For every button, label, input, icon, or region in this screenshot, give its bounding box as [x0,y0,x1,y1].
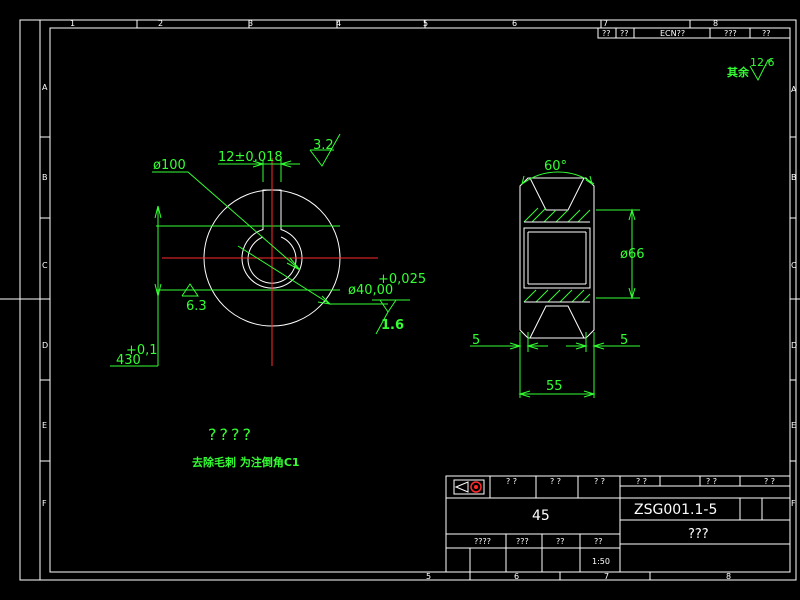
revision-cell-1: ?? [602,29,611,38]
bore-with-keyway [241,189,303,289]
zone-side-e-right: E [791,421,796,430]
zone-labels: 1 2 3 4 5 6 7 8 5 6 7 8 A B C D E F A B … [42,19,797,581]
zone-top-4: 4 [336,19,341,28]
revision-cell-4: ??? [724,29,737,38]
zone-side-f-right: F [791,499,796,508]
zone-top-6: 6 [512,19,517,28]
side-view: 60° ø66 5 5 55 [470,159,645,398]
zone-side-b-right: B [791,173,797,182]
drawing-logo [453,479,485,495]
zone-bottom-6: 6 [514,572,519,581]
right-offset-label: 5 [620,333,628,348]
notes-heading: ???? [208,425,254,444]
title-top-cell-3: ? ? [594,477,605,486]
title-block: ? ? ? ? ? ? ? ? ? ? ? ? 45 ZSG001.1-5 ??… [445,475,791,573]
general-roughness: 其余 12.6 [727,56,775,82]
face-roughness: 6.3 [186,299,207,314]
pulley-outline [519,177,595,339]
bore-tolerance: +0,025 [378,272,426,287]
front-view: +0,1 430 ø100 12±0.018 3.2 6.3 +0,025 ø4… [110,133,426,368]
zone-side-a: A [42,83,48,92]
general-roughness-label: 其余 [727,65,750,79]
outer-diameter-label: ø100 [153,158,186,173]
scale-value: 1:50 [592,557,610,566]
width-label: 55 [546,379,563,394]
zone-top-3: 3 [248,19,253,28]
part-name: ??? [688,527,709,542]
zone-top-1: 1 [70,19,75,28]
zone-side-b: B [42,173,48,182]
zone-top-5: 5 [423,19,428,28]
zone-top-2: 2 [158,19,163,28]
notes-text: 去除毛刺 为注倒角C1 [192,455,300,469]
revision-header: ?? ?? ECN?? ??? ?? [597,27,791,39]
material-value: 45 [532,508,550,524]
zone-side-c: C [42,261,48,270]
inner-diameter-label: ø66 [620,247,645,262]
title-top-cell-4: ? ? [636,477,647,486]
title-bottom-cell-1: ???? [474,537,491,546]
groove-angle-label: 60° [544,159,567,174]
zone-top-7: 7 [603,19,608,28]
left-offset-label: 5 [472,333,480,348]
keyway-roughness: 3.2 [313,138,334,153]
zone-bottom-7: 7 [604,572,609,581]
general-roughness-value: 12.6 [750,56,775,69]
keyway-width-label: 12±0.018 [218,150,283,165]
title-top-cell-6: ? ? [764,477,775,486]
bore-diameter-label: ø40,00 [348,283,393,298]
section-hatching [523,207,591,303]
title-bottom-cell-2: ??? [516,537,529,546]
title-top-cell-1: ? ? [506,477,517,486]
technical-notes: ???? 去除毛刺 为注倒角C1 [192,425,300,469]
title-top-cell-5: ? ? [706,477,717,486]
keyway-depth-value: 430 [116,353,141,368]
zone-side-f: F [42,499,47,508]
revision-cell-2: ?? [620,29,629,38]
drawing-number: ZSG001.1-5 [634,502,717,518]
bore-roughness: 1.6 [381,318,404,333]
zone-side-d-right: D [791,341,797,350]
revision-cell-5: ?? [762,29,771,38]
keyway-depth-tolerance: +0,1 [126,343,158,358]
title-bottom-cell-3: ?? [556,537,565,546]
zone-top-8: 8 [713,19,718,28]
revision-cell-3: ECN?? [660,29,685,38]
zone-side-d: D [42,341,48,350]
drawing-frame [0,19,800,581]
zone-side-a-right: A [791,85,797,94]
zone-side-c-right: C [791,261,797,270]
hub-section [523,227,591,289]
zone-bottom-8: 8 [726,572,731,581]
zone-side-e: E [42,421,47,430]
title-top-cell-2: ? ? [550,477,561,486]
zone-bottom-5: 5 [426,572,431,581]
title-bottom-cell-4: ?? [594,537,603,546]
